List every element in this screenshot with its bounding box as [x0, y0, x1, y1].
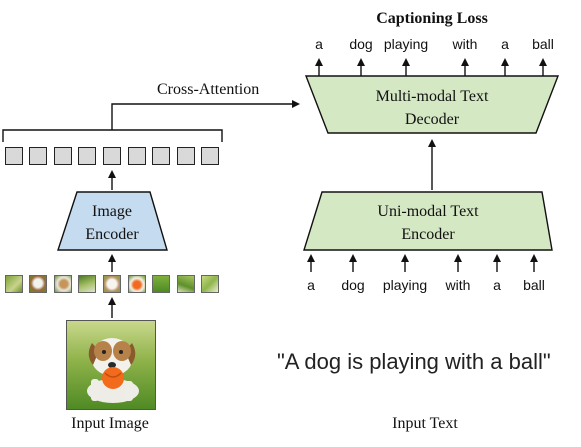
multimodal-decoder-label-line2: Decoder — [404, 111, 460, 128]
input-token: dog — [341, 277, 365, 293]
image-token — [78, 147, 96, 165]
multimodal-decoder-shape — [304, 75, 560, 134]
input-image-label: Input Image — [71, 415, 149, 432]
image-patch — [103, 275, 121, 293]
output-arrows — [315, 58, 547, 76]
captioning-loss-title: Captioning Loss — [376, 10, 488, 27]
output-token: playing — [383, 36, 429, 52]
multimodal-decoder-label-line1: Multi-modal Text — [375, 88, 489, 105]
image-patch — [128, 275, 146, 293]
input-arrows — [307, 254, 538, 272]
input-text-label: Input Text — [392, 415, 458, 432]
image-token — [103, 147, 121, 165]
image-patch — [78, 275, 96, 293]
image-token — [128, 147, 146, 165]
output-token: with — [452, 36, 478, 52]
image-patch — [5, 275, 23, 293]
output-token: ball — [532, 36, 554, 52]
output-token: a — [501, 36, 509, 52]
output-token: a — [315, 36, 323, 52]
image-encoder-label-line1: Image — [92, 203, 132, 220]
cross-attention-bracket — [2, 129, 223, 142]
output-token: dog — [349, 36, 373, 52]
image-patch — [177, 275, 195, 293]
unimodal-encoder-label-line1: Uni-modal Text — [377, 203, 479, 220]
image-patch — [201, 275, 219, 293]
unimodal-encoder-shape — [303, 191, 553, 251]
input-dog-image — [66, 320, 156, 410]
input-token: a — [493, 277, 501, 293]
image-patch — [152, 275, 170, 293]
input-token: ball — [523, 277, 545, 293]
cross-attention-arrow — [111, 100, 300, 130]
image-token — [54, 147, 72, 165]
input-token: playing — [382, 277, 428, 293]
input-text-quote: "A dog is playing with a ball" — [277, 349, 551, 374]
image-token — [29, 147, 47, 165]
image-encoder-label-line2: Encoder — [85, 226, 139, 243]
input-token: with — [445, 277, 471, 293]
unimodal-encoder-label-line2: Encoder — [401, 226, 455, 243]
image-token — [177, 147, 195, 165]
dog-illustration — [67, 321, 155, 409]
image-patch — [29, 275, 47, 293]
image-token — [152, 147, 170, 165]
image-token — [5, 147, 23, 165]
image-encoder-shape — [57, 191, 168, 251]
image-patch — [54, 275, 72, 293]
image-token — [201, 147, 219, 165]
cross-attention-label: Cross-Attention — [157, 81, 260, 98]
input-token: a — [307, 277, 315, 293]
